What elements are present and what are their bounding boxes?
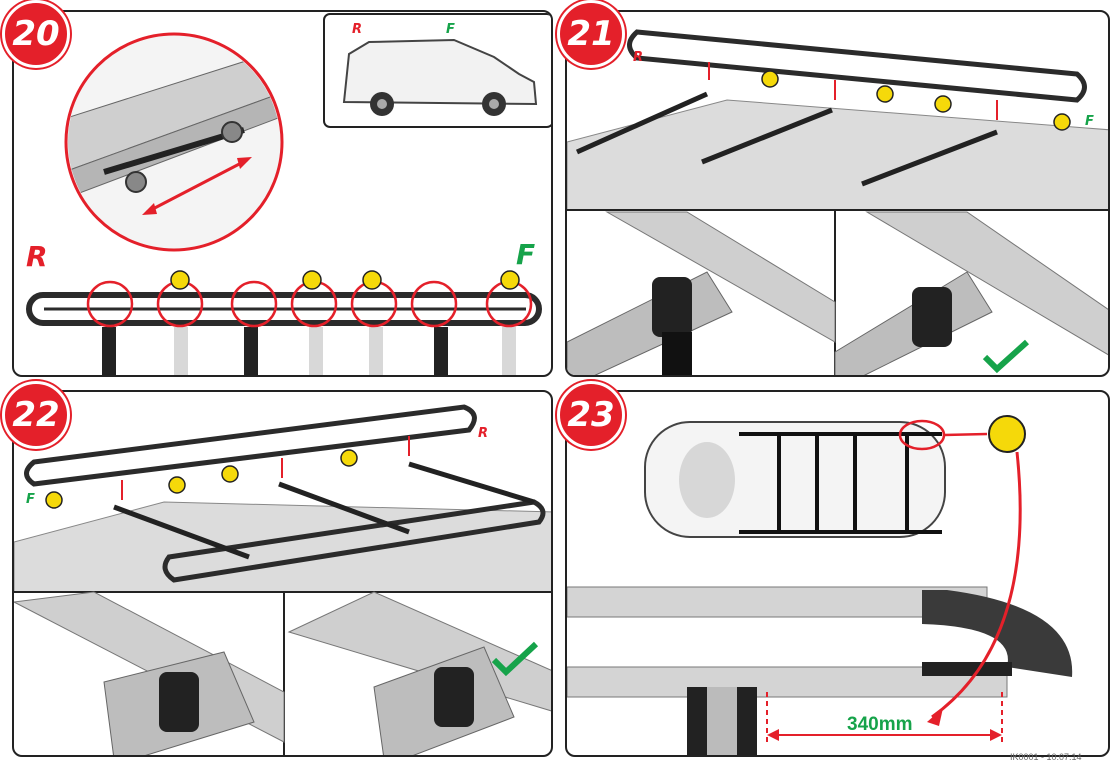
- step-22-panel: R F: [12, 390, 553, 757]
- inset-front-letter: F: [446, 22, 455, 37]
- front-letter: F: [1085, 114, 1094, 129]
- step-22-badge: 22: [2, 381, 70, 449]
- rear-letter: R: [633, 50, 644, 65]
- footer-code: IK0001 - 10.07.14: [1010, 752, 1082, 762]
- inset-rear-letter: R: [352, 22, 363, 37]
- front-letter: F: [26, 492, 35, 507]
- step-20-illustration: [26, 13, 551, 375]
- step-23-panel: 340mm: [565, 390, 1110, 757]
- step-20-badge: 20: [2, 0, 70, 68]
- front-letter: F: [516, 238, 536, 271]
- step-23-badge: 23: [557, 381, 625, 449]
- step-20-panel: R F R F: [12, 10, 553, 377]
- step-22-illustration: [14, 404, 551, 755]
- step-21-panel: R F: [565, 10, 1110, 377]
- measurement-label: 340mm: [847, 714, 913, 735]
- rear-letter: R: [26, 240, 48, 273]
- rear-letter: R: [478, 426, 489, 441]
- step-23-illustration: [567, 415, 1073, 755]
- step-21-badge: 21: [557, 0, 625, 68]
- step-21-illustration: [567, 29, 1108, 375]
